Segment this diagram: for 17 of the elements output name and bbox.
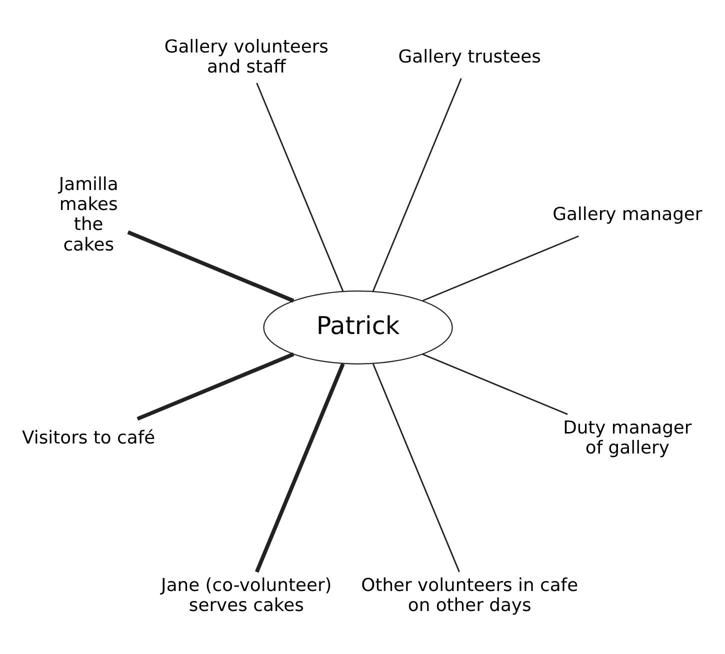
connector — [422, 234, 579, 301]
connector — [256, 82, 344, 291]
connector — [136, 352, 294, 420]
node-text: Jane (co-volunteer) serves cakes — [161, 574, 332, 616]
node-text: Gallery volunteers and staff — [164, 36, 329, 77]
connector — [372, 78, 462, 291]
node-ellipse: Patrick — [263, 290, 453, 364]
connector — [254, 362, 345, 572]
node-text: Jamilla makes the cakes — [58, 173, 118, 255]
node-text: Visitors to café — [22, 426, 156, 448]
connector — [422, 353, 568, 414]
connector — [372, 363, 460, 572]
node-text: Gallery manager — [552, 204, 702, 225]
node-text: Other volunteers in cafe on other days — [361, 574, 578, 616]
connector — [127, 230, 294, 302]
node-text: Gallery trustees — [398, 46, 541, 67]
node-text: Duty manager of gallery — [563, 416, 692, 458]
